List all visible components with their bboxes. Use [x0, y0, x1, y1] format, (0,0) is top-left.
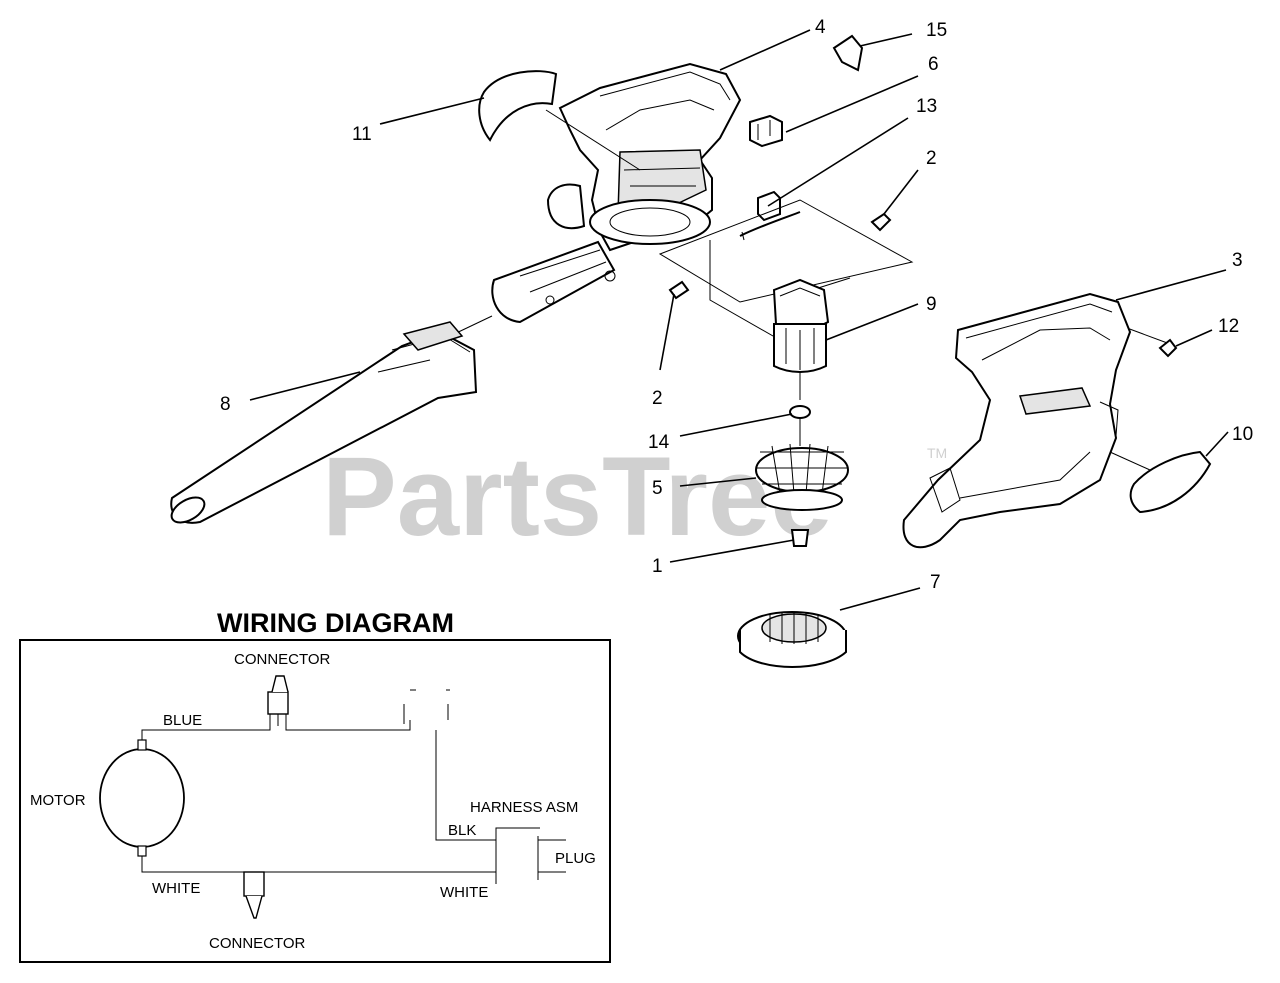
motor-symbol [99, 748, 185, 848]
part-9-motor [772, 278, 830, 400]
connector-top-symbol [267, 675, 289, 726]
callout-2-upper: 2 [926, 148, 937, 169]
label-blk: BLK [448, 822, 476, 839]
connector-bottom-symbol [243, 871, 265, 919]
callout-numbers: 4 15 6 11 13 2 2 3 9 12 8 14 10 5 1 7 [220, 17, 1253, 593]
wiring-title: WIRING DIAGRAM [217, 608, 454, 638]
wiring-diagram: WIRING DIAGRAM [19, 608, 611, 963]
part-8-tube [170, 321, 478, 524]
callout-2-lower: 2 [652, 388, 663, 409]
callout-5: 5 [652, 478, 663, 499]
part-3-housing [902, 292, 1132, 549]
callout-12: 12 [1218, 316, 1239, 337]
part-12-screw [1158, 338, 1178, 358]
label-plug: PLUG [555, 850, 596, 867]
part-2-screw-upper [870, 212, 892, 232]
part-10-label [1129, 450, 1212, 514]
label-white-right: WHITE [440, 884, 488, 901]
part-13-terminal [739, 190, 801, 241]
label-white-left: WHITE [152, 880, 200, 897]
label-harness-asm: HARNESS ASM [470, 799, 578, 816]
callout-7: 7 [930, 572, 941, 593]
callout-3: 3 [1232, 250, 1243, 271]
watermark: PartsTree TM [322, 434, 947, 559]
wiring-frame [19, 639, 611, 963]
callout-6: 6 [928, 54, 939, 75]
part-1-screw [790, 529, 810, 547]
part-6-switch [749, 114, 783, 148]
leader-lines [249, 29, 1229, 611]
part-7-collar [737, 611, 847, 668]
label-motor: MOTOR [30, 792, 86, 809]
part-2-screw-lower [668, 280, 690, 300]
callout-1: 1 [652, 556, 663, 577]
callout-14: 14 [648, 432, 670, 453]
label-blue: BLUE [163, 712, 202, 729]
callout-11: 11 [352, 124, 372, 145]
plug-symbol [537, 836, 566, 880]
part-14-washer [789, 405, 811, 419]
part-5-impeller [755, 443, 849, 511]
watermark-text: PartsTree [322, 434, 833, 559]
callout-4: 4 [815, 17, 826, 38]
callout-9: 9 [926, 294, 937, 315]
watermark-trademark: TM [927, 445, 947, 461]
label-connector-top: CONNECTOR [234, 651, 331, 668]
part-11-label [478, 70, 558, 142]
callout-10: 10 [1232, 424, 1253, 445]
callout-8: 8 [220, 394, 231, 415]
part-4-housing [491, 62, 742, 324]
label-connector-bottom: CONNECTOR [209, 935, 306, 952]
part-15-screw [832, 34, 864, 72]
callout-13: 13 [916, 96, 937, 117]
callout-15: 15 [926, 20, 947, 41]
